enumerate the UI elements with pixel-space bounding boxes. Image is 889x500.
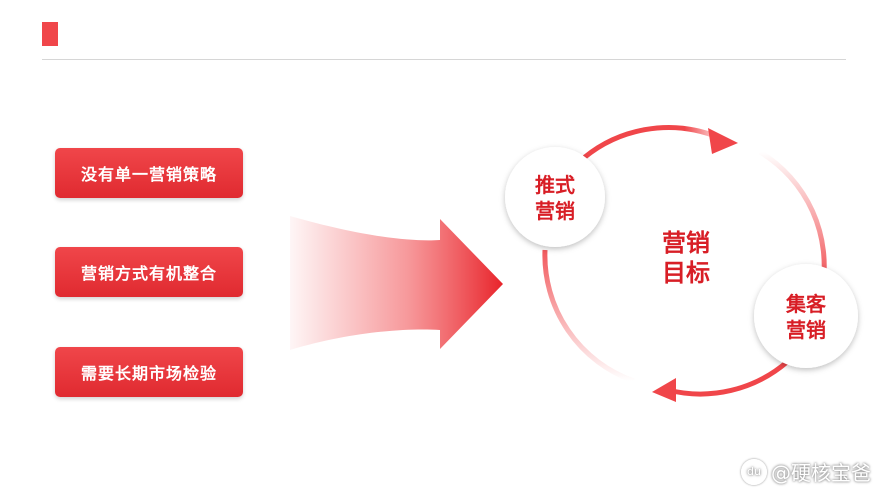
- item-label: 没有单一营销策略: [80, 165, 217, 184]
- node-push-line2: 营销: [535, 199, 575, 223]
- node-push-line1: 推式: [535, 173, 575, 197]
- cycle-center-label: 营销 目标: [640, 228, 732, 288]
- baidu-paw-icon: du: [741, 458, 767, 485]
- item-organic-integration: 营销方式有机整合: [55, 247, 243, 297]
- watermark: du @硬核宝爸: [741, 457, 871, 486]
- item-label: 营销方式有机整合: [80, 264, 217, 283]
- item-no-single-strategy: 没有单一营销策略: [55, 148, 243, 198]
- node-gather-line1: 集客: [786, 292, 826, 316]
- node-push-marketing: [505, 147, 605, 247]
- center-line2: 目标: [662, 259, 710, 287]
- cycle-arrowhead-bottom: [652, 378, 676, 402]
- flow-arrow: [290, 216, 503, 350]
- item-label: 需要长期市场检验: [80, 364, 217, 383]
- node-push-label: 推式 营销: [515, 172, 595, 224]
- cycle-arc-left: [542, 249, 635, 384]
- cycle-arrowhead-top: [708, 128, 738, 154]
- header-accent-bar: [42, 22, 58, 46]
- center-line1: 营销: [662, 229, 710, 257]
- node-gather-line2: 营销: [786, 318, 826, 342]
- header-divider: [42, 59, 846, 60]
- cycle-arc-bottom: [667, 360, 789, 397]
- node-gather-marketing: [754, 264, 858, 368]
- item-long-term-testing: 需要长期市场检验: [55, 347, 243, 397]
- watermark-text: @硬核宝爸: [771, 461, 871, 485]
- cycle-arc-top: [576, 125, 721, 165]
- node-gather-label: 集客 营销: [766, 291, 846, 343]
